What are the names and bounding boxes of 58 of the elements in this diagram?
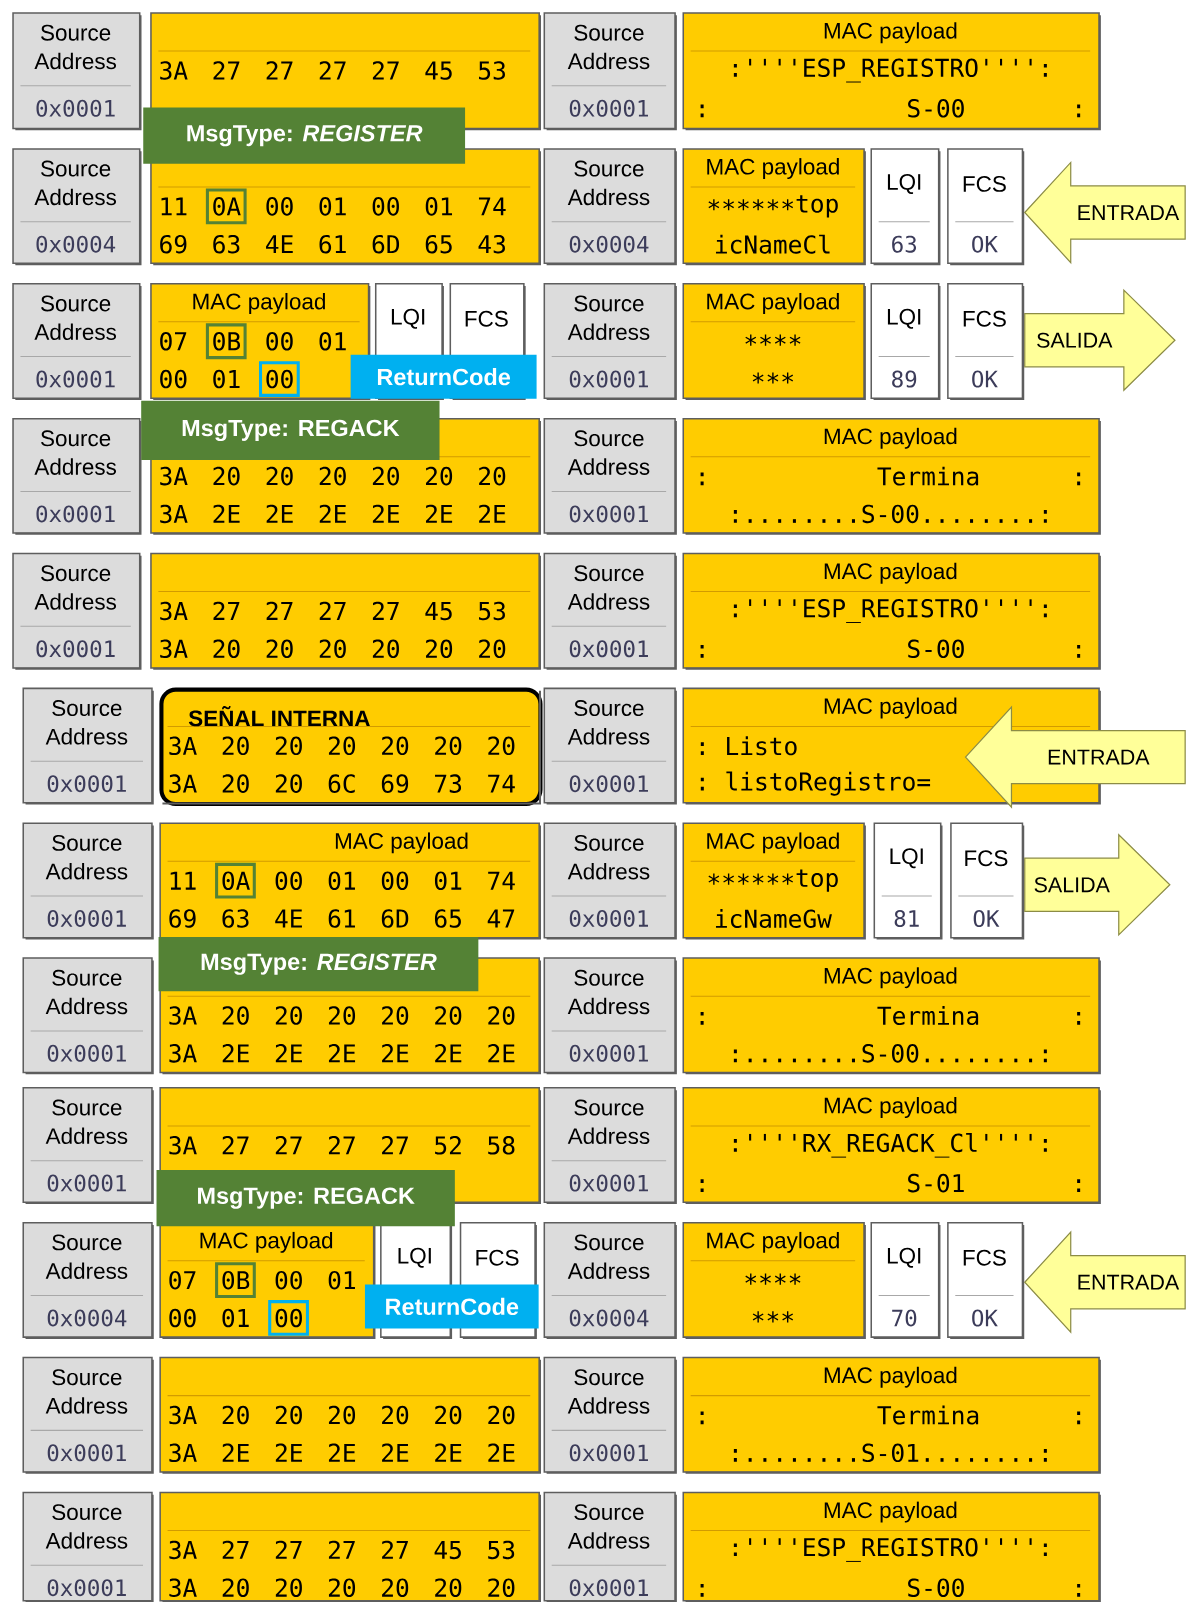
payload-cell: MAC payload :''''RX_REGACK_Cl'''': : S-01 : <box>682 1087 1101 1205</box>
msgtype-label: MsgType: REGACK <box>141 400 440 460</box>
payload-cell: MAC payload 07 0B 00 01 00 01 00 <box>159 1221 376 1339</box>
source-address-cell: Source Address 0x0001 <box>543 283 677 400</box>
payload-cell: MAC payload :''''ESP_REGISTRO'''': : S-00 : <box>682 1491 1101 1602</box>
payload-cell: 3A 27 27 27 27 45 53 3A 20 20 20 20 20 20 <box>159 1491 541 1602</box>
payload-cell: MAC payload ∗∗∗∗ ∗∗∗ <box>682 1221 866 1339</box>
source-address-cell: Source Address 0x0001 <box>22 1087 154 1205</box>
payload-cell: MAC payload : Termina : :........S-01........: <box>682 1356 1101 1474</box>
lqi-cell: LQI 70 <box>870 1221 941 1339</box>
fcs-cell: FCS OK <box>947 1221 1025 1339</box>
source-address-cell: Source Address 0x0001 <box>543 1491 677 1602</box>
source-address-cell: Source Address 0x0001 <box>12 552 142 670</box>
payload-cell: 3A 20 20 20 20 20 20 3A 2E 2E 2E 2E 2E 2E <box>159 1356 541 1474</box>
msgtype-label: MsgType: REGISTER <box>158 937 479 992</box>
source-address-cell: Source Address 0x0001 <box>22 687 154 805</box>
payload-cell: MAC payload : Termina : :........S-00........: <box>682 417 1101 535</box>
payload-cell: MAC payload :''''ESP_REGISTRO'''': : S-00 : <box>682 552 1101 670</box>
source-address-cell: Source Address 0x0004 <box>12 148 142 266</box>
arrow-callout: SALIDA <box>1024 833 1171 937</box>
payload-cell: MAC payload ∗∗∗∗ ∗∗∗ <box>682 283 866 400</box>
source-address-cell: Source Address 0x0001 <box>543 957 677 1075</box>
msgtype-label: MsgType: REGACK <box>156 1170 455 1227</box>
payload-cell: MAC payload : Termina : :........S-00........: <box>682 957 1101 1075</box>
payload-cell: MAC payload :''''ESP_REGISTRO'''': : S-00 : <box>682 12 1101 131</box>
source-address-cell: Source Address 0x0001 <box>543 822 677 940</box>
arrow-callout: SALIDA <box>1024 288 1176 392</box>
fcs-cell: FCS OK <box>947 148 1025 266</box>
lqi-cell: LQI 63 <box>870 148 941 266</box>
source-address-cell: Source Address 0x0004 <box>543 1221 677 1339</box>
source-address-cell: Source Address 0x0001 <box>22 822 154 940</box>
source-address-cell: Source Address 0x0001 <box>543 12 677 131</box>
payload-cell: MAC payload 11 0A 00 01 00 01 74 69 63 4E 61 6D 65 47 <box>159 822 541 940</box>
lqi-cell: LQI 81 <box>873 822 943 940</box>
source-address-cell: Source Address 0x0004 <box>543 148 677 266</box>
payload-cell: MAC payload 07 0B 00 01 00 01 00 <box>150 283 371 400</box>
payload-cell: 3A 27 27 27 27 45 53 3A 20 20 20 20 20 20 <box>150 552 541 670</box>
source-address-cell: Source Address 0x0001 <box>543 1356 677 1474</box>
source-address-cell: Source Address 0x0001 <box>22 957 154 1075</box>
fcs-cell: FCS OK <box>947 283 1025 400</box>
source-address-cell: Source Address 0x0001 <box>543 687 677 805</box>
return-code-label: ReturnCode <box>350 354 537 399</box>
fcs-cell: FCS OK <box>950 822 1025 940</box>
payload-cell: SEÑAL INTERNA 3A 20 20 20 20 20 20 3A 20 20 6C 69 73 74 <box>159 687 543 807</box>
return-code-label: ReturnCode <box>364 1284 539 1329</box>
source-address-cell: Source Address 0x0004 <box>22 1221 154 1339</box>
payload-cell: MAC payload ∗∗∗∗∗∗top icNameGw <box>682 822 866 940</box>
lqi-cell: LQI 89 <box>870 283 941 400</box>
source-address-cell: Source Address 0x0001 <box>12 417 142 535</box>
source-address-cell: Source Address 0x0001 <box>543 417 677 535</box>
source-address-cell: Source Address 0x0001 <box>22 1491 154 1602</box>
source-address-cell: Source Address 0x0001 <box>543 1087 677 1205</box>
source-address-cell: Source Address 0x0001 <box>12 12 142 131</box>
msgtype-label: MsgType: REGISTER <box>143 107 465 164</box>
source-address-cell: Source Address 0x0001 <box>543 552 677 670</box>
payload-cell: MAC payload ∗∗∗∗∗∗top icNameCl <box>682 148 866 266</box>
source-address-cell: Source Address 0x0001 <box>22 1356 154 1474</box>
source-address-cell: Source Address 0x0001 <box>12 283 142 400</box>
